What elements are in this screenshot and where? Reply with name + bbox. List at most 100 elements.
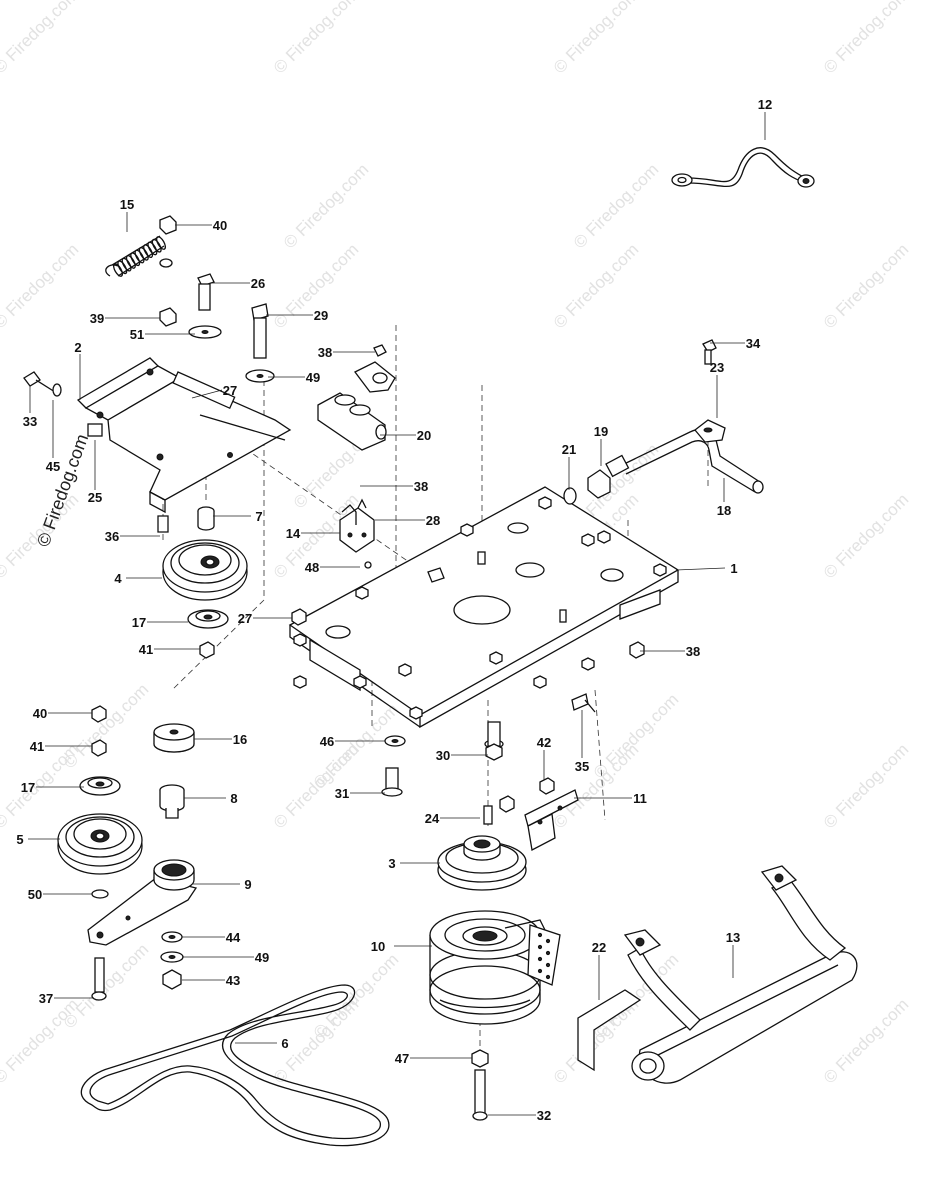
tension-spring [105,235,167,277]
arm-hardware [160,931,184,990]
callout-number: 38 [414,479,428,494]
callout-number: 15 [120,197,134,212]
engine-pulley [437,835,527,891]
callout-number: 42 [537,735,551,750]
callout-number: 27 [238,611,252,626]
callout-number: 5 [16,832,23,847]
hex-nut [581,533,595,547]
clutch-vent-hole [545,938,551,944]
callout-number: 18 [717,503,731,518]
watermark-text: © Firedog.com [820,0,912,77]
hex-nut [489,651,503,665]
idler-arm-assembly [87,723,198,946]
dust-cover-upper [187,609,229,659]
callout-number: 12 [758,97,772,112]
hardware-stack-top [159,215,275,383]
clutch-vent-hole [545,950,551,956]
switch-assembly [339,498,445,583]
callout-number: 25 [88,490,102,505]
callout-number: 41 [30,739,44,754]
hex-nut [533,675,547,689]
callout-number: 2 [74,340,81,355]
callout-number: 21 [562,442,576,457]
clutch-vent-hole [537,956,543,962]
callout-number: 23 [710,360,724,375]
callout-number: 46 [320,734,334,749]
callout-number: 32 [537,1108,551,1123]
center-hardware [381,721,504,825]
idler-pulley-lower [57,705,143,1001]
callout-number: 43 [226,973,240,988]
callout-number: 28 [426,513,440,528]
callout-number: 38 [686,644,700,659]
callout-number: 26 [251,276,265,291]
callout-number: 31 [335,786,349,801]
electric-clutch [429,910,561,1121]
battery-cable [671,147,815,188]
watermark-text: © Firedog.com [280,160,372,252]
callout-number: 35 [575,759,589,774]
callout-number: 17 [21,780,35,795]
callout-number: 3 [388,856,395,871]
hex-nut [460,523,474,537]
callout-number: 20 [417,428,431,443]
callout-number: 50 [28,887,42,902]
callout-number: 9 [244,877,251,892]
callout-number: 37 [39,991,53,1006]
callout-number: 40 [33,706,47,721]
callout-number: 11 [633,791,647,806]
callout-number: 41 [139,642,153,657]
callout-number: 51 [130,327,144,342]
hex-nut [597,530,611,544]
callout-leader-line [675,567,726,571]
watermark-text: © Firedog.com [820,995,912,1087]
drive-belt [80,984,390,1147]
watermark-text: © Firedog.com [590,690,682,782]
callout-number: 40 [213,218,227,233]
muffler [577,865,858,1084]
clutch-vent-hole [537,932,543,938]
hex-nut [353,675,367,689]
watermark-text: © Firedog.com [0,240,82,332]
callout-number: 36 [105,529,119,544]
hex-nut [653,563,667,577]
callout-number: 44 [226,930,241,945]
spacer-and-bolt [157,506,215,533]
callout-number: 33 [23,414,37,429]
callout-number: 30 [436,748,450,763]
callout-number: 22 [592,940,606,955]
hex-nut [355,586,369,600]
callout-number: 47 [395,1051,409,1066]
hex-nut [293,675,307,689]
callout-number: 49 [255,950,269,965]
callout-number: 19 [594,424,608,439]
watermark-text: © Firedog.com [270,0,362,77]
clutch-vent-hole [545,962,551,968]
callout-number: 13 [726,930,740,945]
callout-number: 24 [425,811,440,826]
clutch-vent-hole [545,974,551,980]
watermark-text: © Firedog.com [0,0,82,77]
callout-number: 7 [255,509,262,524]
bolt-and-washer [23,371,62,397]
clutch-vent-hole [537,944,543,950]
watermark-text: © Firedog.com [570,160,662,252]
callout-number: 49 [306,370,320,385]
callout-number: 45 [46,459,60,474]
idler-bracket [76,357,292,514]
clutch-stop-bracket [499,693,596,851]
idler-pulley-upper [162,539,248,601]
hex-nut [409,706,423,720]
callout-number: 14 [286,526,301,541]
watermark-text: © Firedog.com [820,240,912,332]
hex-nut [293,633,307,647]
callout-number: 48 [305,560,319,575]
callout-number: 38 [318,345,332,360]
hex-nut [538,496,552,510]
clutch-vent-hole [537,968,543,974]
hydraulic-line [563,339,764,505]
callout-number: 29 [314,308,328,323]
hex-nut [581,657,595,671]
side-watermark: © Firedog.com [33,431,92,549]
